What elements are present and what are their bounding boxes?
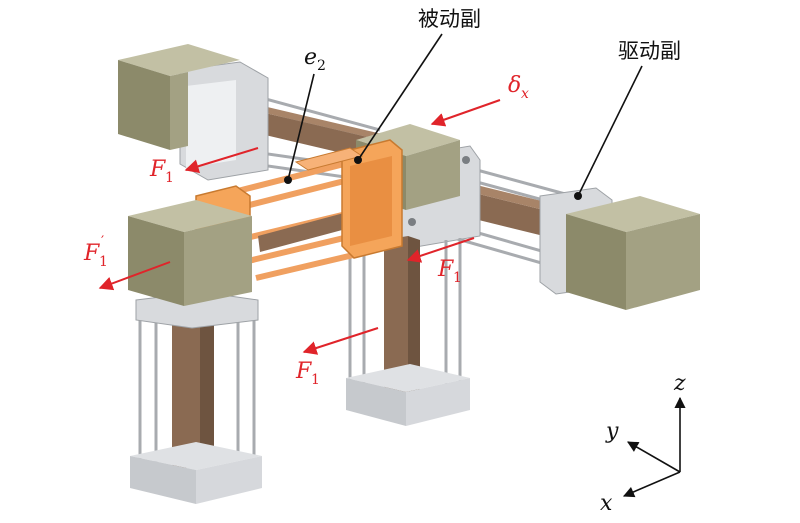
f1-label-bottom: F 1 <box>295 359 320 388</box>
svg-text:δ: δ <box>508 73 521 98</box>
passive-dot <box>354 156 362 164</box>
f1-arrow-bottom <box>302 327 379 355</box>
f1-arrow-top <box>184 147 259 174</box>
axis-x-label: x <box>600 491 613 516</box>
svg-text:′: ′ <box>101 234 104 250</box>
f1prime-arrow <box>98 261 171 291</box>
axis-y-label: y <box>605 419 619 444</box>
svg-text:F: F <box>83 241 100 266</box>
f1-arrow-right <box>406 237 475 263</box>
svg-text:2: 2 <box>317 58 326 74</box>
svg-text:1: 1 <box>165 170 174 186</box>
right-end-block <box>566 196 700 310</box>
f1-label-right: F 1 <box>437 257 462 286</box>
delta-x-arrow <box>430 99 501 127</box>
axis-z-label: z <box>673 371 686 396</box>
active-pair-label: 驱动副 <box>618 39 681 63</box>
front-left-column <box>130 291 262 504</box>
svg-text:F: F <box>295 359 312 384</box>
svg-text:F: F <box>437 257 454 282</box>
e2-label: e 2 <box>304 45 326 74</box>
svg-text:x: x <box>521 86 529 102</box>
svg-text:1: 1 <box>311 372 320 388</box>
svg-text:e: e <box>304 45 317 70</box>
back-arm <box>118 44 382 184</box>
leader-lines <box>287 33 643 197</box>
force-arrows <box>98 99 501 355</box>
svg-text:1: 1 <box>453 270 462 286</box>
back-end-block <box>118 44 240 150</box>
passive-pair-label: 被动副 <box>418 7 481 31</box>
f1prime-label: F 1 ′ <box>83 234 108 270</box>
delta-x-label: δ x <box>508 73 529 102</box>
e2-dot <box>284 176 292 184</box>
svg-text:1: 1 <box>99 254 108 270</box>
center-column <box>346 236 470 426</box>
front-left-block <box>128 200 252 306</box>
active-dot <box>574 192 582 200</box>
coordinate-axes: z y x <box>600 371 686 516</box>
f1-label-top: F 1 <box>149 157 174 186</box>
svg-text:F: F <box>149 157 166 182</box>
